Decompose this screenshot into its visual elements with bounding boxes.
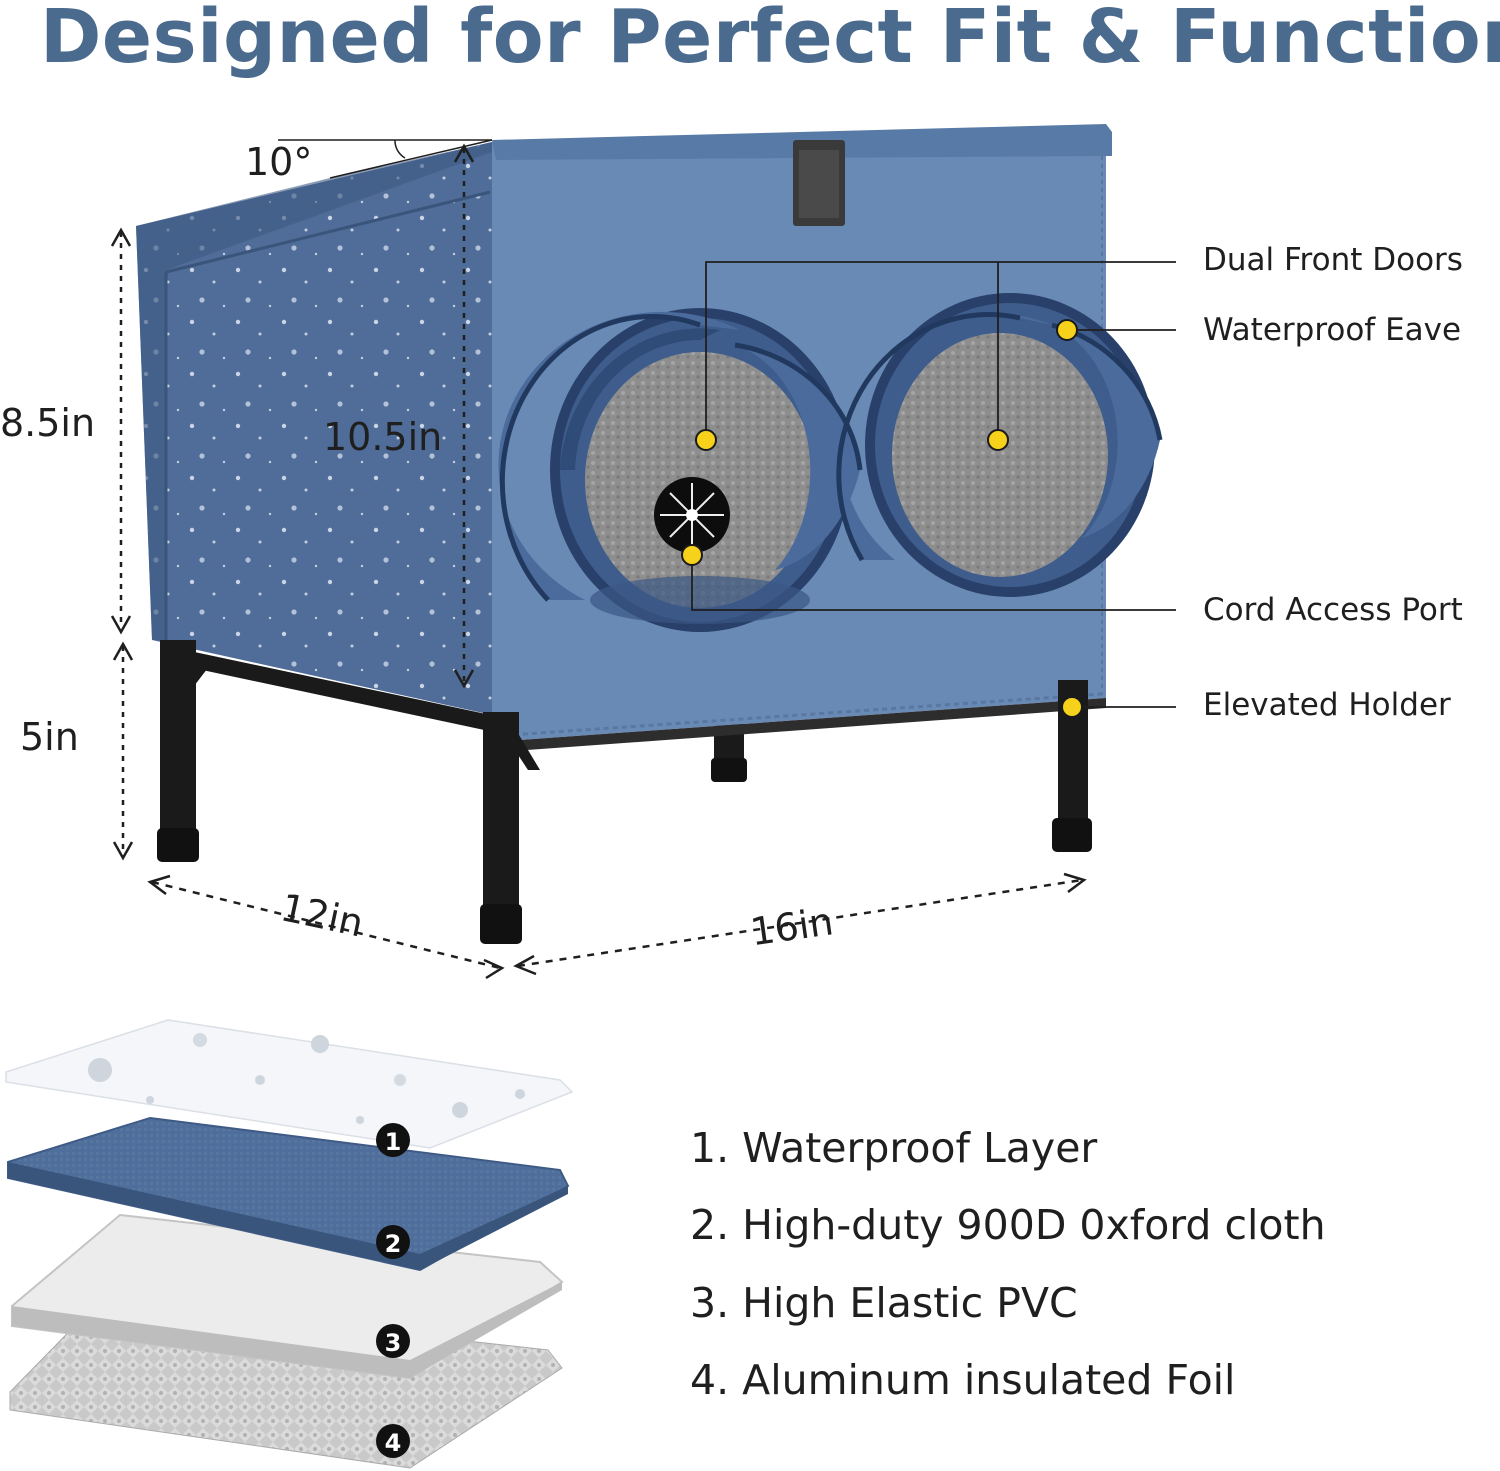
door-right xyxy=(836,293,1163,597)
layer-label-1: 1. Waterproof Layer xyxy=(690,1124,1098,1172)
cord-access-port xyxy=(654,477,730,553)
callout-elevated-holder: Elevated Holder xyxy=(1203,687,1451,723)
leg-height-label: 5in xyxy=(20,715,79,759)
callout-dual-front-doors: Dual Front Doors xyxy=(1203,242,1463,278)
inner-height-label: 10.5in xyxy=(323,415,442,459)
callout-cord-access-port: Cord Access Port xyxy=(1203,592,1463,628)
door-left xyxy=(498,308,863,632)
layer-waterproof xyxy=(5,1019,574,1149)
svg-text:4: 4 xyxy=(385,1429,402,1457)
svg-text:3: 3 xyxy=(385,1329,402,1357)
cat-house xyxy=(136,124,1163,944)
layer-oxford xyxy=(7,1116,570,1272)
callout-dot-door-left xyxy=(695,429,717,451)
callout-dot-eave xyxy=(1056,319,1078,341)
layer-label-3: 3. High Elastic PVC xyxy=(690,1279,1078,1327)
callout-dot-port xyxy=(681,544,703,566)
material-layers: 1 2 3 4 xyxy=(5,1019,574,1469)
callout-dot-holder xyxy=(1061,696,1083,718)
depth-label: 12in xyxy=(277,885,367,945)
svg-text:1: 1 xyxy=(385,1128,402,1156)
layer-badge-2: 2 xyxy=(376,1225,410,1259)
page-title: Designed for Perfect Fit & Function xyxy=(40,0,1500,80)
layer-badge-4: 4 xyxy=(376,1424,410,1458)
elevated-frame xyxy=(157,640,1092,944)
callout-dot-door-right xyxy=(987,429,1009,451)
layer-badge-1: 1 xyxy=(376,1123,410,1157)
roof-angle-label: 10° xyxy=(245,140,312,184)
layer-label-2: 2. High-duty 900D 0xford cloth xyxy=(690,1201,1326,1249)
width-label: 16in xyxy=(748,899,836,954)
layer-label-4: 4. Aluminum insulated Foil xyxy=(690,1356,1236,1404)
layer-badge-3: 3 xyxy=(376,1324,410,1358)
dimension-lines xyxy=(110,139,1087,980)
callout-waterproof-eave: Waterproof Eave xyxy=(1203,312,1462,348)
svg-text:2: 2 xyxy=(385,1230,402,1258)
callout-dots xyxy=(681,319,1083,718)
body-height-label: 8.5in xyxy=(0,401,95,445)
callout-lines xyxy=(691,261,1176,708)
